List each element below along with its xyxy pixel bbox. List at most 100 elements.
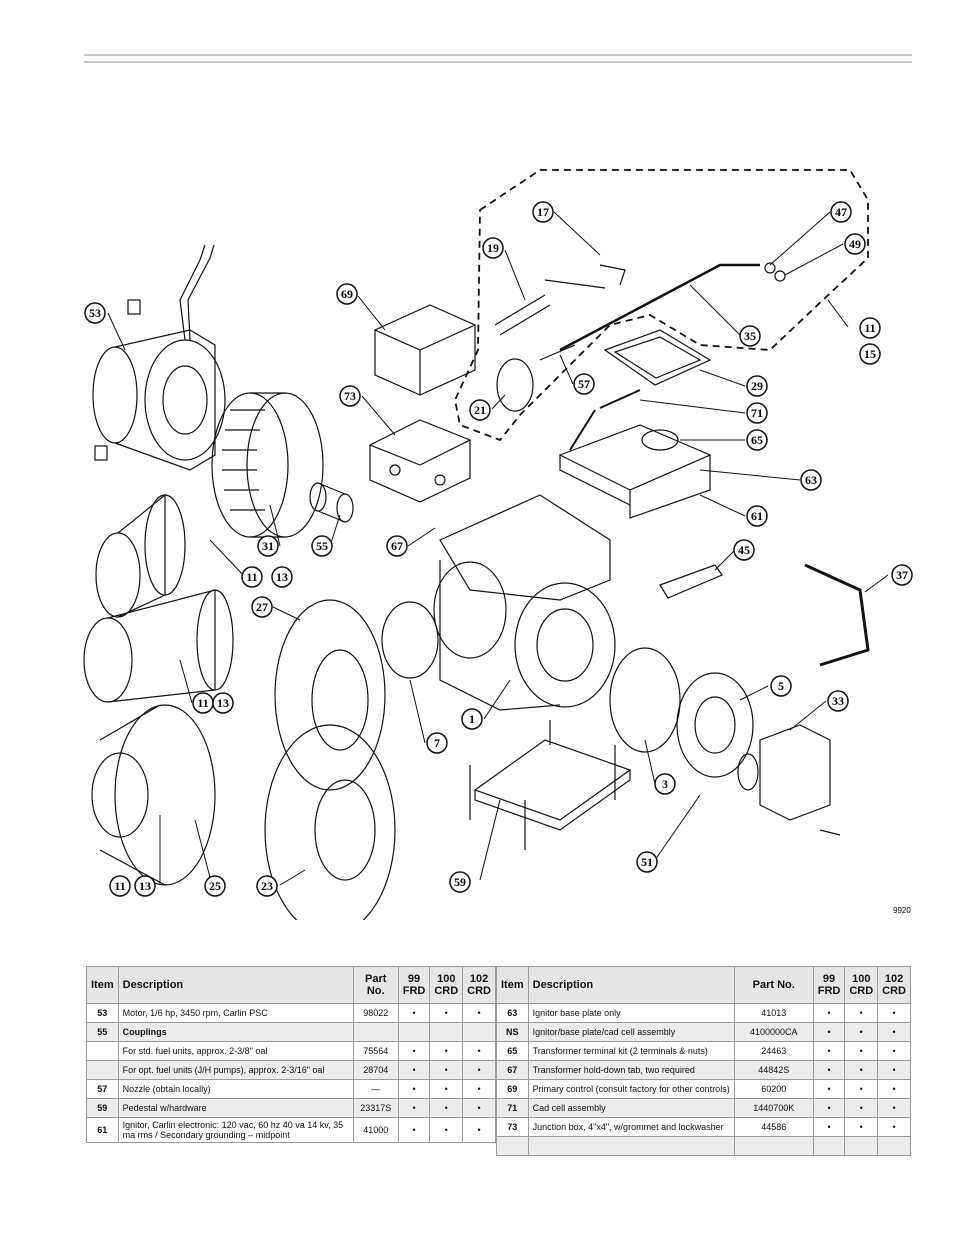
cell-102crd: • — [877, 1079, 911, 1099]
callout-number: 55 — [316, 539, 328, 553]
cell-part-no — [352, 1022, 399, 1042]
cell-99frd: • — [397, 1041, 431, 1061]
ignitor-gasket-drawing — [603, 329, 712, 386]
callout-circle — [241, 566, 263, 588]
cell-item: 55 — [86, 1022, 119, 1042]
callout-number: 13 — [139, 879, 151, 893]
cell-100crd: • — [429, 1003, 464, 1023]
header-rule — [84, 54, 912, 63]
cell-102crd — [462, 1022, 496, 1042]
cell-100crd: • — [429, 1098, 464, 1118]
callout-45: 45 — [733, 539, 755, 561]
mounting-plates-drawing — [264, 599, 396, 920]
cover-drawing — [609, 647, 681, 753]
ignitor-drawing — [558, 424, 712, 519]
cell-102crd: • — [462, 1079, 496, 1099]
callout-circle — [109, 875, 131, 897]
cell-102crd: • — [877, 1022, 911, 1042]
col-description: Description — [527, 966, 735, 1004]
callout-number: 69 — [341, 287, 353, 301]
cell-item: 73 — [496, 1117, 529, 1137]
callout-circle — [449, 871, 471, 893]
parts-table-left: Item Description Part No. 99 FRD 100 CRD… — [86, 966, 496, 1143]
cell-description: Ignitor base plate only — [527, 1003, 735, 1023]
pedestal-drawing — [469, 720, 632, 850]
col-part-no: Part No. — [733, 966, 814, 1004]
callout-circle — [426, 732, 448, 754]
callout-number: 29 — [751, 379, 763, 393]
cell-100crd: • — [844, 1079, 879, 1099]
callout-number: 7 — [434, 736, 440, 750]
cell-102crd: • — [462, 1041, 496, 1061]
table-row: For opt. fuel units (J/H pumps), approx.… — [86, 1060, 496, 1080]
col-99frd: 99 FRD — [812, 966, 846, 1004]
callout-number: 3 — [662, 777, 668, 791]
cell-99frd: • — [397, 1098, 431, 1118]
callout-number: 45 — [738, 543, 750, 557]
coupling-drawing — [309, 482, 354, 523]
cell-99frd: • — [397, 1003, 431, 1023]
cell-item: 65 — [496, 1041, 529, 1061]
cell-description: Transformer hold-down tab, two required — [527, 1060, 735, 1080]
callout-number: 65 — [751, 433, 763, 447]
cell-description: Junction box, 4"x4", w/grommet and lockw… — [527, 1117, 735, 1137]
callout-11: 11 — [241, 566, 263, 588]
callout-circle — [636, 851, 658, 873]
col-102crd: 102 CRD — [877, 966, 911, 1004]
cell-description: Pedestal w/hardware — [117, 1098, 354, 1118]
cell-item: 61 — [86, 1117, 119, 1143]
callout-circle — [339, 385, 361, 407]
callout-circle — [800, 469, 822, 491]
callout-number: 53 — [89, 306, 101, 320]
blower-wheel-drawing — [211, 392, 324, 538]
callout-25: 25 — [204, 875, 226, 897]
cell-102crd: • — [877, 1117, 911, 1137]
callout-circle — [461, 708, 483, 730]
cell-99frd: • — [397, 1060, 431, 1080]
callout-15: 15 — [859, 343, 881, 365]
callout-21: 21 — [469, 399, 491, 421]
callout-circle — [746, 375, 768, 397]
cell-description: Ignitor, Carlin electronic: 120 vac, 60 … — [117, 1117, 354, 1143]
callout-13: 13 — [271, 566, 293, 588]
callout-65: 65 — [746, 429, 768, 451]
callout-57: 57 — [573, 373, 595, 395]
cell-part-no: 24463 — [733, 1041, 814, 1061]
cell-99frd: • — [397, 1079, 431, 1099]
head-drawing — [91, 704, 216, 886]
callout-number: 5 — [778, 679, 784, 693]
cell-99frd — [812, 1136, 846, 1156]
cell-99frd: • — [812, 1098, 846, 1118]
cell-part-no: 75564 — [352, 1041, 399, 1061]
callout-number: 73 — [344, 389, 356, 403]
callout-29: 29 — [746, 375, 768, 397]
callout-number: 67 — [391, 539, 403, 553]
cell-102crd: • — [877, 1098, 911, 1118]
callout-11: 11 — [859, 317, 881, 339]
callout-circle — [256, 875, 278, 897]
callout-circle — [830, 201, 852, 223]
callout-number: 11 — [246, 570, 257, 584]
callout-69: 69 — [336, 283, 358, 305]
cell-description: For std. fuel units, approx. 2-3/8" oal — [117, 1041, 354, 1061]
cell-102crd — [877, 1136, 911, 1156]
callout-circle — [482, 237, 504, 259]
callout-circle — [251, 596, 273, 618]
cell-102crd: • — [877, 1060, 911, 1080]
cell-item: 67 — [496, 1060, 529, 1080]
cell-description: For opt. fuel units (J/H pumps), approx.… — [117, 1060, 354, 1080]
callout-number: 51 — [641, 855, 653, 869]
callout-circle — [469, 399, 491, 421]
callout-13: 13 — [212, 692, 234, 714]
cell-99frd: • — [812, 1022, 846, 1042]
cell-102crd: • — [462, 1003, 496, 1023]
cell-100crd — [429, 1022, 464, 1042]
callout-circle — [386, 535, 408, 557]
cell-description: Couplings — [117, 1022, 354, 1042]
cell-100crd: • — [844, 1041, 879, 1061]
